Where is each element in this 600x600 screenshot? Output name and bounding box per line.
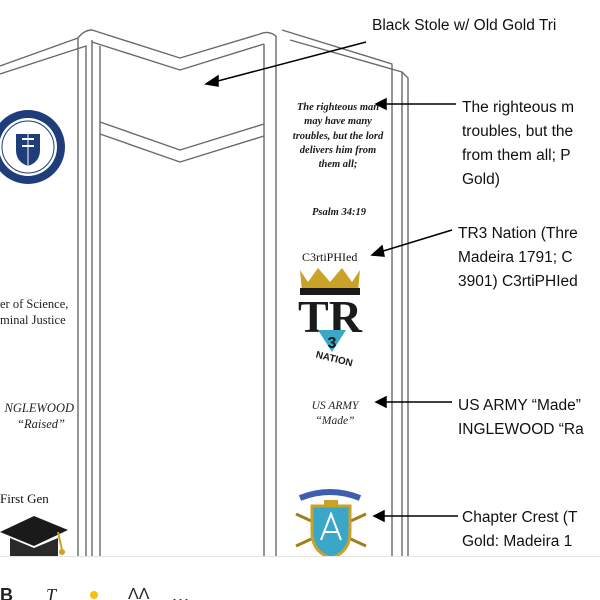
bold-button[interactable]: B <box>0 585 13 600</box>
university-seal-icon <box>0 110 65 184</box>
annotation-verse-line-4: Gold) <box>462 171 500 188</box>
psalm-reference: Psalm 34:19 <box>312 207 366 218</box>
us-army-text: US ARMY “Made” <box>300 399 370 429</box>
inglewood-label: NGLEWOOD <box>4 401 74 415</box>
degree-text: er of Science, minal Justice <box>0 296 68 328</box>
annotation-verse-line-2: troubles, but the <box>462 123 574 140</box>
logo-nation-text: NATION <box>315 350 354 370</box>
stole-drawing: TR 3 NATION <box>0 29 458 556</box>
arrow-stole <box>213 41 367 83</box>
font-style-button[interactable]: ΛΛ <box>128 586 150 600</box>
degree-line-1: er of Science, <box>0 297 69 311</box>
c3rtiphied-text: C3rtiPHIed <box>302 250 358 264</box>
more-options-button[interactable]: ... <box>172 585 191 600</box>
army-sub: “Made” <box>315 415 355 427</box>
raised-label: “Raised” <box>17 417 65 431</box>
format-toolbar: B T ΛΛ ... <box>0 556 600 600</box>
italic-button[interactable]: T <box>46 585 57 600</box>
graduation-cap-icon <box>0 516 68 556</box>
army-label: US ARMY <box>311 400 359 412</box>
annotation-crest-line-2: Gold: Madeira 1 <box>462 533 573 550</box>
annotation-stole: Black Stole w/ Old Gold Tri <box>372 17 557 34</box>
degree-line-2: minal Justice <box>0 313 66 327</box>
annotation-crest-line-1: Chapter Crest (T <box>462 509 578 526</box>
annotation-tr3-line-3: 3901) C3rtiPHIed <box>458 273 578 290</box>
annotation-verse-line-1: The righteous m <box>462 99 574 116</box>
annotation-army-line-2: INGLEWOOD “Ra <box>458 421 584 438</box>
logo-number: 3 <box>328 335 337 352</box>
annotation-verse-line-3: from them all; P <box>462 147 571 164</box>
tr3-nation-logo-icon: TR 3 NATION <box>298 268 363 369</box>
verse-text: The righteous man may have many troubles… <box>292 102 384 171</box>
inglewood-text: NGLEWOOD “Raised” <box>0 400 74 432</box>
annotation-tr3-line-2: Madeira 1791; C <box>458 249 573 266</box>
chapter-crest-icon <box>295 489 367 556</box>
annotation-army-line-1: US ARMY “Made” <box>458 397 581 414</box>
annotation-tr3-line-1: TR3 Nation (Thre <box>458 225 578 242</box>
highlight-color-icon[interactable] <box>90 591 98 599</box>
document-canvas: TR 3 NATION The righteous man may have m… <box>0 17 584 556</box>
arrow-tr3 <box>379 229 453 253</box>
first-gen-text: First Gen <box>0 491 49 506</box>
